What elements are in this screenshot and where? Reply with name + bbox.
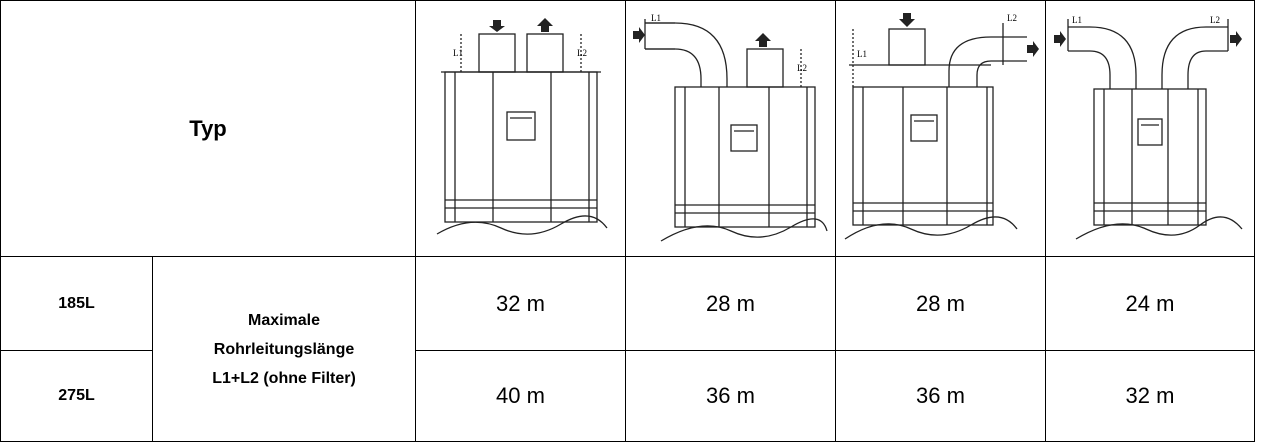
- diagram-cell-1: L1 L2: [415, 0, 627, 257]
- table-row: 185L Maximale Rohrleitungslänge L1+L2 (o…: [0, 256, 1256, 442]
- diagram-2-l2-label: L2: [797, 63, 807, 73]
- description-cell: Maximale Rohrleitungslänge L1+L2 (ohne F…: [151, 256, 417, 442]
- description-line: Rohrleitungslänge: [213, 340, 355, 358]
- diagram-4-l2-label: L2: [1210, 15, 1220, 25]
- model-cell: 275L: [0, 350, 153, 442]
- diagram-cell-3: L1 L2: [835, 0, 1047, 257]
- diagram-4-l1-label: L1: [1072, 15, 1082, 25]
- value-cell: 32 m: [415, 256, 627, 351]
- value-cell: 28 m: [625, 256, 837, 351]
- diagram-3-l1-label: L1: [857, 49, 867, 59]
- diagram-3-l2-label: L2: [1007, 13, 1017, 23]
- value-cell: 36 m: [625, 350, 837, 442]
- description-line: L1+L2 (ohne Filter): [212, 369, 356, 387]
- value-cell: 32 m: [1045, 350, 1256, 442]
- unit-top-in-top-out-diagram-icon: L1 L2: [436, 17, 608, 235]
- diagram-1-l1-label: L1: [453, 48, 463, 58]
- diagram-cell-4: L1 L2: [1045, 0, 1256, 257]
- table-row: 275L 40 m 36 m 36 m 32 m: [0, 350, 1256, 442]
- value-cell: 28 m: [835, 256, 1047, 351]
- unit-top-in-side-out-diagram-icon: L1 L2: [844, 12, 1039, 240]
- value-cell: 40 m: [415, 350, 627, 442]
- value-cell: 36 m: [835, 350, 1047, 442]
- unit-side-in-top-out-diagram-icon: L1 L2: [632, 13, 828, 242]
- value-cell: 24 m: [1045, 256, 1256, 351]
- typ-header: Typ: [0, 0, 417, 257]
- diagram-cell-2: L1 L2: [625, 0, 837, 257]
- description-line: Maximale: [247, 311, 321, 329]
- unit-side-in-side-out-diagram-icon: L1 L2: [1054, 15, 1243, 240]
- model-cell: 185L: [0, 256, 153, 351]
- header-row: Typ: [0, 0, 1256, 257]
- diagram-1-l2-label: L2: [577, 48, 587, 58]
- diagram-2-l1-label: L1: [651, 13, 661, 23]
